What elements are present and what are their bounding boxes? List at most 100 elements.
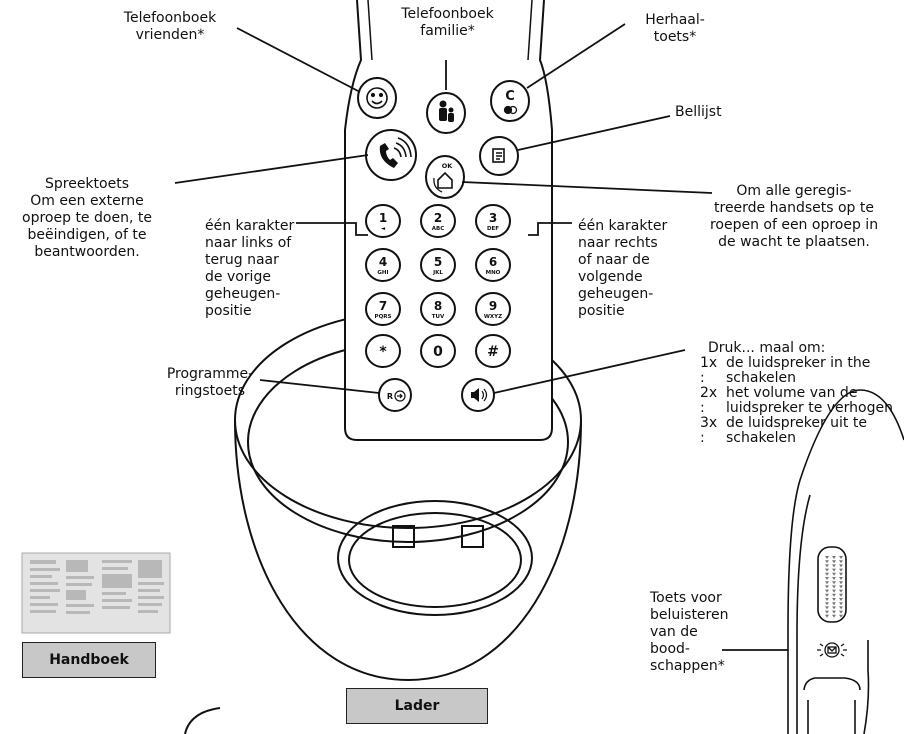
speaker-instruction-3: 3x : de luidspreker uit te schakelen [700,415,867,446]
ok-home-icon [433,171,453,193]
grille-hole [839,572,843,576]
key-9[interactable] [475,292,511,326]
grille-hole [832,572,836,576]
key-4[interactable] [365,248,401,282]
grille-hole [839,560,843,564]
label-phonebook-family: Telefoonboek familie* [401,6,494,39]
key-digit: 7 [379,299,387,313]
key-digit: 0 [433,344,443,360]
charger-body [234,419,582,682]
grille-hole [839,606,843,610]
grille-hole [832,593,836,597]
key-digit: 6 [489,255,497,269]
grille-hole [839,585,843,589]
grille-hole [825,614,829,618]
grille-hole [825,560,829,564]
grille-hole [839,614,843,618]
grille-hole [839,577,843,580]
phonebook-friends-key[interactable] [357,77,397,119]
grille-hole [825,602,829,606]
grille-hole [839,593,843,597]
charger-contact-right [461,525,484,548]
key-star[interactable] [365,334,401,368]
grille-hole [825,564,829,568]
label-redial: Herhaal- toets* [645,12,705,45]
key-letters: WXYZ [484,314,502,320]
cord [184,707,221,734]
key-digit: 8 [434,299,442,313]
grille-hole [832,606,836,610]
grille-hole [839,598,843,601]
grille-hole [839,610,843,614]
key-1[interactable] [365,204,401,238]
clear-icon: C [505,89,515,104]
grille-hole [825,610,829,614]
grille-hole [839,589,843,593]
grille-hole [825,568,829,572]
grille-hole [832,560,836,564]
call-list-icon [492,148,505,163]
grille-hole [832,585,836,589]
key-0[interactable] [420,334,456,368]
key-letters: JKL [432,270,443,276]
key-7[interactable] [365,292,401,326]
grille-hole [825,581,829,585]
speaker-instruction-1: 1x : de luidspreker in the schakelen [700,355,871,386]
speaker-instructions-title: Druk... maal om: [708,340,826,356]
key-5[interactable] [420,248,456,282]
grille-hole [839,568,843,572]
grille-hole [825,577,829,580]
key-digit: 9 [489,299,497,313]
grille-hole [832,610,836,614]
key-digit: * [379,344,387,360]
grille-hole [825,606,829,610]
key-3[interactable] [475,204,511,238]
label-char-left: één karakter naar links of terug naar de… [205,218,295,319]
key-2[interactable] [420,204,456,238]
key-6[interactable] [475,248,511,282]
redial-key[interactable] [490,80,530,122]
key-letters: ABC [432,226,445,232]
key-digit: 2 [434,211,442,225]
grille-hole [832,581,836,585]
key-digit: # [487,344,499,360]
grille-hole [839,556,843,559]
key-letters: MNO [486,270,501,276]
talk-key[interactable] [365,129,417,181]
grille-hole [832,577,836,580]
key-8[interactable] [420,292,456,326]
r-icon: R [387,392,393,401]
charger-box: Lader [346,688,488,724]
talk-icon [379,137,412,168]
charger-cradle [337,500,533,616]
key-digit: 4 [379,255,387,269]
key-digit: 3 [489,211,497,225]
grille-hole [832,602,836,606]
grille-hole [825,556,829,559]
label-phonebook-friends: Telefoonboek vrienden* [123,10,217,43]
grille-hole [832,598,836,601]
message-icon [817,642,847,658]
speaker-icon [471,388,488,402]
smiley-icon [366,87,388,109]
r-arrow-icon [394,390,406,402]
grille-hole [825,598,829,601]
charger-contact-left [392,525,415,548]
label-page-all: Om alle geregis- treerde handsets op te … [709,183,879,250]
key-hash[interactable] [475,334,511,368]
grille-hole [839,564,843,568]
grille-hole [832,564,836,568]
key-digit: 5 [434,255,442,269]
label-message-key: Toets voor beluisteren van de bood- scha… [650,590,729,674]
key-letters: ◄ [381,226,386,232]
label-talk-key: Spreektoets Om een externe oproep te doe… [22,176,152,260]
label-programming-key: Programme- ringstoets [166,366,254,399]
key-letters: DEF [487,226,499,232]
grille-hole [839,602,843,606]
clear-circles [503,105,518,115]
handbook-box: Handboek [22,642,156,678]
grille-hole [832,614,836,618]
grille-hole [839,581,843,585]
speaker-grille [825,556,843,618]
